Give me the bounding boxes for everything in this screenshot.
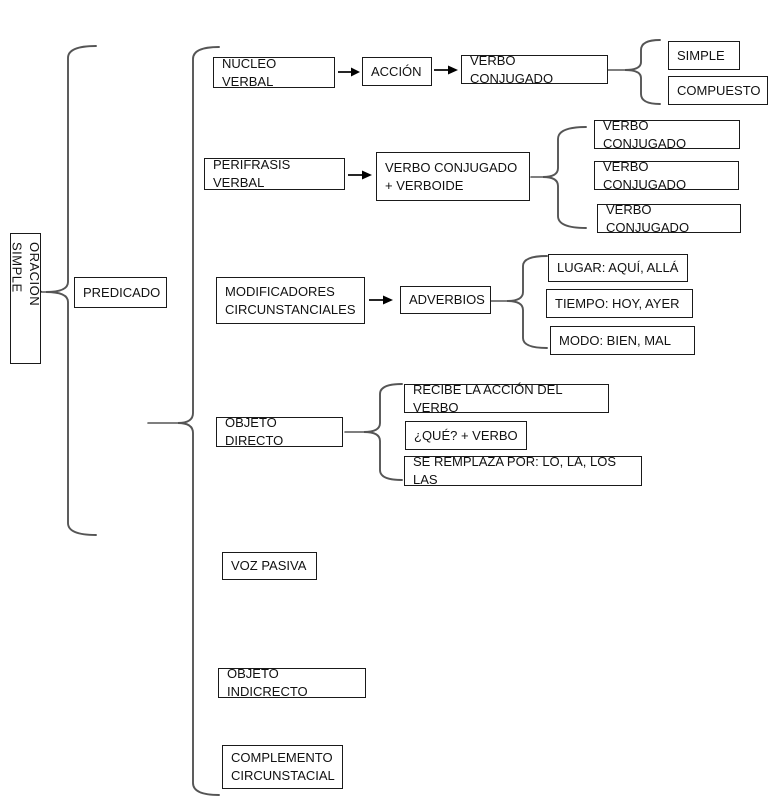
arrowhead-modificadores-adverbios — [383, 295, 393, 305]
node-voz-pasiva: VOZ PASIVA — [222, 552, 317, 580]
node-verbo-conjugado-3: VERBO CONJUGADO — [597, 202, 741, 235]
node-lugar: LUGAR: AQUÍ, ALLÁ — [548, 254, 688, 282]
node-compuesto: COMPUESTO — [668, 76, 768, 105]
node-complemento-circunstancial: COMPLEMENTO CIRCUNSTACIAL — [222, 745, 343, 789]
node-modo: MODO: BIEN, MAL — [550, 326, 695, 355]
node-verbo-conjugado-2: VERBO CONJUGADO — [594, 159, 739, 192]
node-verbo-conjugado: VERBO CONJUGADO — [461, 53, 608, 86]
node-se-remplaza-por: SE REMPLAZA POR: LO, LA, LOS LAS — [404, 454, 642, 487]
node-objeto-indirecto: OBJETO INDICRECTO — [218, 666, 366, 699]
node-que-mas-verbo: ¿QUÉ? + VERBO — [405, 421, 527, 450]
node-objeto-directo: OBJETO DIRECTO — [216, 415, 343, 448]
node-perifrasis-verbal: PERIFRASIS VERBAL — [204, 157, 345, 190]
node-predicado: PREDICADO — [74, 277, 167, 308]
brace-verbo-conjugado — [624, 39, 661, 105]
node-verbo-conjugado-verboide: VERBO CONJUGADO + VERBOIDE — [376, 152, 530, 201]
node-modificadores-circunstanciales: MODIFICADORES CIRCUNSTANCIALES — [216, 277, 365, 324]
brace-verboide — [542, 126, 587, 229]
arrowhead-nucleo-accion — [351, 67, 360, 77]
node-tiempo: TIEMPO: HOY, AYER — [546, 289, 693, 318]
node-accion: ACCIÓN — [362, 57, 432, 86]
node-verbo-conjugado-1: VERBO CONJUGADO — [594, 118, 740, 151]
node-simple: SIMPLE — [668, 41, 740, 70]
node-adverbios: ADVERBIOS — [400, 286, 491, 314]
node-recibe-la-accion: RECIBE LA ACCIÓN DEL VERBO — [404, 382, 609, 415]
arrowhead-accion-verbo — [448, 65, 458, 75]
brace-objeto-directo — [363, 383, 403, 481]
brace-adverbios — [506, 255, 548, 349]
node-oracion-simple: ORACIÓN SIMPLE — [10, 233, 42, 364]
node-nucleo-verbal: NUCLEO VERBAL — [213, 56, 335, 89]
arrowhead-perifrasis-verboide — [362, 170, 372, 180]
